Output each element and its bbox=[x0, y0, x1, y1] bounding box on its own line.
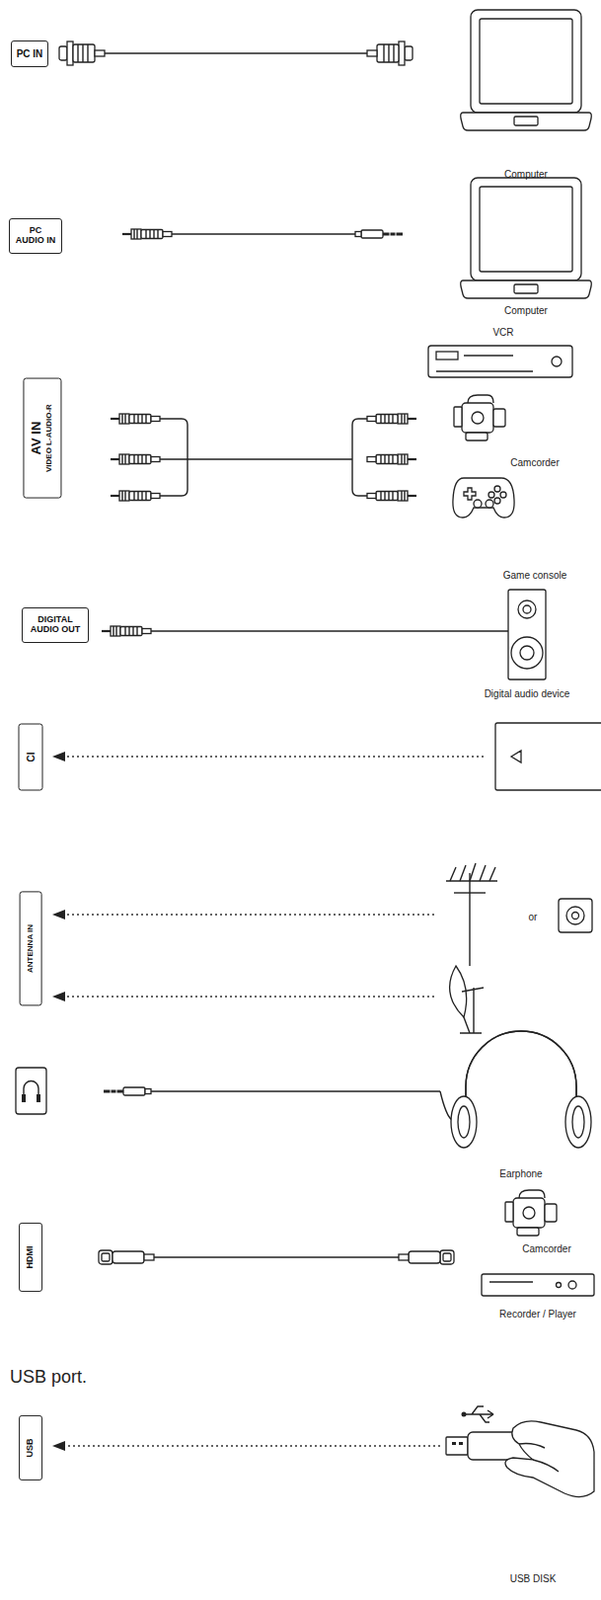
port-box: USB bbox=[18, 1414, 43, 1480]
port-label: DIGITAL AUDIO OUT bbox=[27, 614, 83, 635]
device-caption: USB DISK bbox=[510, 1572, 557, 1583]
port-label: ANTENNA IN bbox=[26, 899, 36, 996]
device-caption: USB port. bbox=[9, 1366, 87, 1387]
device-caption: Recorder / Player bbox=[499, 1307, 577, 1319]
device-caption: Earphone bbox=[499, 1167, 542, 1179]
port-box: PC AUDIO IN bbox=[8, 218, 63, 254]
device-caption: or bbox=[528, 910, 538, 922]
port-box: AV INVIDEO L-AUDIO-R bbox=[22, 377, 62, 499]
device-caption: VCR bbox=[492, 326, 514, 338]
port-box: HDMI bbox=[18, 1221, 43, 1291]
device-caption: Digital audio device bbox=[484, 687, 571, 699]
port-label: AV IN bbox=[29, 386, 44, 490]
port-label: VIDEO L-AUDIO-R bbox=[46, 386, 56, 490]
device-caption: Game console bbox=[503, 569, 567, 581]
port-label: CI bbox=[25, 731, 37, 781]
earphone-port-box bbox=[15, 1066, 47, 1114]
port-box: ANTENNA IN bbox=[19, 890, 43, 1005]
port-box: DIGITAL AUDIO OUT bbox=[21, 606, 89, 643]
device-caption: Computer bbox=[504, 168, 548, 180]
port-box: PC IN bbox=[10, 40, 50, 68]
device-caption: Computer bbox=[504, 304, 548, 316]
device-caption: Camcorder bbox=[510, 456, 559, 468]
port-box: CI bbox=[18, 722, 44, 790]
port-label: PC AUDIO IN bbox=[14, 225, 57, 246]
port-label: HDMI bbox=[25, 1230, 36, 1282]
port-label: USB bbox=[25, 1423, 36, 1471]
device-caption: Camcorder bbox=[522, 1242, 571, 1254]
port-label: PC IN bbox=[16, 48, 44, 60]
